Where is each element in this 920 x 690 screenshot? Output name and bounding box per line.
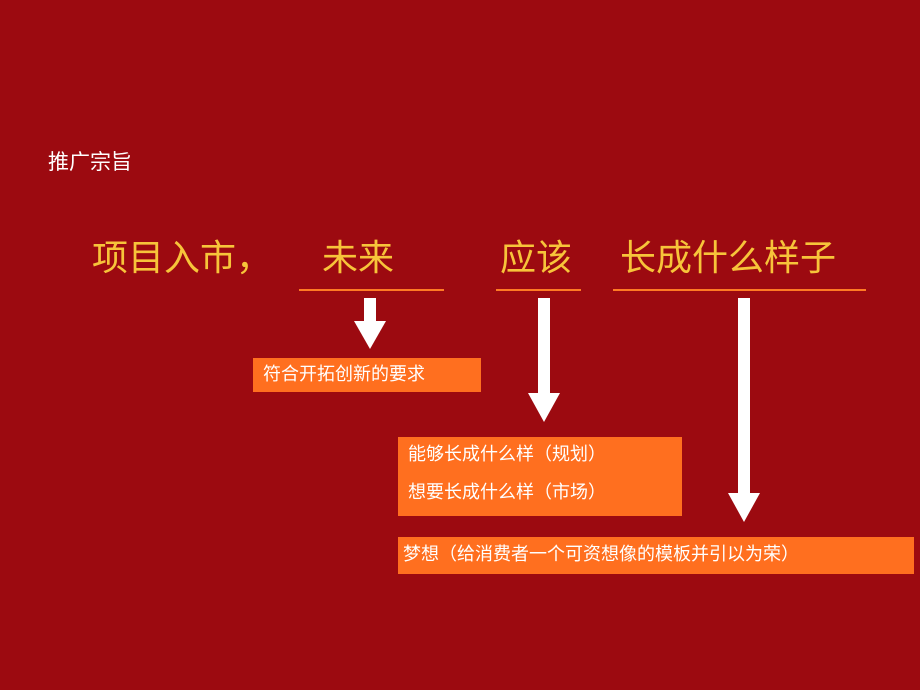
arrow-grow-head <box>728 493 760 522</box>
underline-future <box>299 289 444 291</box>
headline-part-should: 应该 <box>500 238 573 279</box>
headline-part-future: 未来 <box>322 238 395 279</box>
underline-should <box>496 289 581 291</box>
underline-grow-into-what <box>613 289 866 291</box>
arrow-should-shaft <box>538 298 550 396</box>
box-plan-and-market: 能够长成什么样（规划） 想要长成什么样（市场） <box>398 437 682 516</box>
section-title: 推广宗旨 <box>48 150 132 174</box>
box-dream: 梦想（给消费者一个可资想像的模板并引以为荣） <box>398 537 914 574</box>
box-dream-text: 梦想（给消费者一个可资想像的模板并引以为荣） <box>403 544 799 565</box>
arrow-should-head <box>528 393 560 422</box>
arrow-future-shaft <box>364 298 376 324</box>
box-innovation-requirement-text: 符合开拓创新的要求 <box>263 364 425 385</box>
arrow-future-head <box>354 321 386 349</box>
arrow-grow-shaft <box>738 298 750 496</box>
headline-part-project-entry: 项目入市， <box>92 238 273 279</box>
box-plan-line: 能够长成什么样（规划） <box>408 444 606 465</box>
headline-part-grow-into-what: 长成什么样子 <box>620 238 837 279</box>
box-market-line: 想要长成什么样（市场） <box>408 482 606 503</box>
box-innovation-requirement: 符合开拓创新的要求 <box>253 358 481 392</box>
